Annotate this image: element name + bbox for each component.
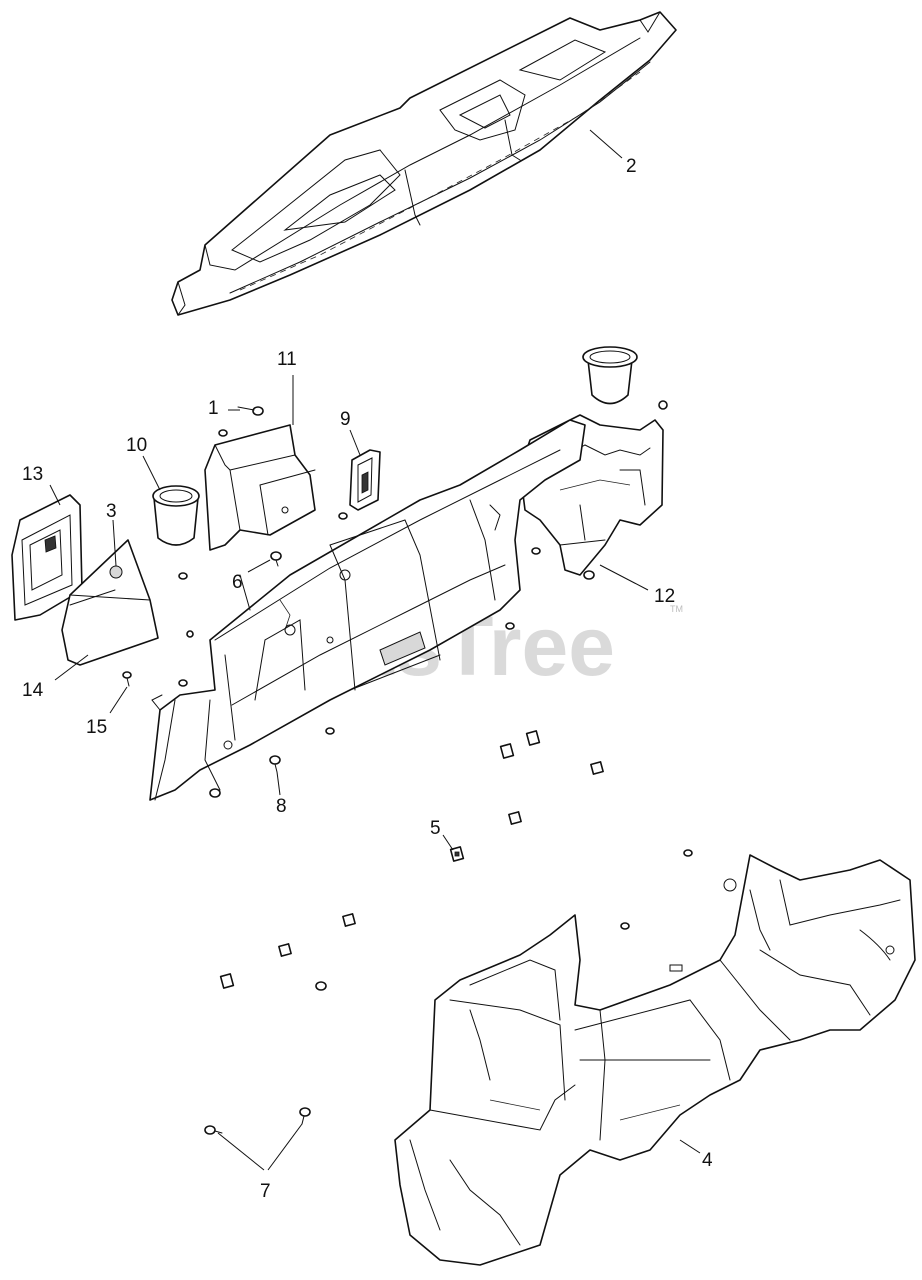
callout-14: 14 — [22, 680, 44, 701]
callout-9: 9 — [340, 409, 351, 430]
callout-5: 5 — [430, 818, 441, 839]
callout-12: 12 — [654, 586, 675, 607]
part-4-lower-assembly — [394, 854, 916, 1266]
screw-right-low — [583, 570, 595, 580]
screw-left — [178, 572, 188, 580]
part-10-cup-holder — [152, 485, 200, 546]
clip-7 — [278, 943, 292, 957]
part-13-left-frame — [11, 494, 83, 621]
screw-mid — [338, 512, 348, 520]
callout-13: 13 — [22, 464, 43, 485]
callout-2: 2 — [626, 156, 637, 177]
clip-8 — [219, 973, 235, 989]
callout-11: 11 — [277, 349, 297, 370]
screw-dash-2 — [186, 630, 194, 638]
screw-right-mid — [531, 547, 541, 555]
clip-part-5 — [449, 846, 465, 862]
callout-1: 1 — [208, 398, 219, 419]
screw-dash-3 — [178, 679, 188, 687]
leader-lines — [49, 129, 701, 1171]
callout-3: 3 — [106, 501, 117, 522]
clip-6 — [342, 913, 356, 927]
callout-labels: 2 11 1 9 10 13 3 6 12 14 15 8 5 4 7 — [22, 156, 713, 1202]
screw-lower-left — [209, 788, 221, 798]
screw-part-15 — [122, 671, 132, 687]
part-9-panel — [349, 449, 381, 511]
callout-6: 6 — [232, 572, 243, 593]
callout-15: 15 — [86, 717, 107, 738]
screw-right-top — [658, 400, 668, 410]
callout-8: 8 — [276, 796, 287, 817]
main-dash-panel — [149, 419, 586, 801]
screw-lower-1 — [315, 981, 327, 991]
screw-part-6 — [270, 551, 282, 567]
screw-part-8 — [269, 755, 281, 773]
clip-4 — [508, 811, 522, 825]
clip-3 — [590, 761, 604, 775]
screw-dash-1 — [505, 622, 515, 630]
callout-7: 7 — [260, 1181, 271, 1202]
part-11-glove-box — [204, 424, 316, 551]
screw-dash-4 — [325, 727, 335, 735]
screw-top — [218, 429, 228, 437]
clip-2 — [525, 730, 541, 746]
screw-part-7-right — [299, 1107, 311, 1125]
clip-1 — [499, 743, 515, 759]
screw-lower-3 — [683, 849, 693, 857]
part-cup-holder-right — [582, 346, 638, 405]
part-14-left-cover — [61, 539, 159, 666]
screw-lower-2 — [620, 922, 630, 930]
callout-10: 10 — [126, 435, 147, 456]
fasteners — [122, 400, 693, 1135]
screw-part-7-left — [204, 1125, 223, 1135]
part-2-console-cover — [171, 11, 677, 316]
callout-4: 4 — [702, 1150, 713, 1171]
screw-part-1 — [237, 406, 264, 416]
watermark-trademark: TM — [670, 604, 683, 614]
